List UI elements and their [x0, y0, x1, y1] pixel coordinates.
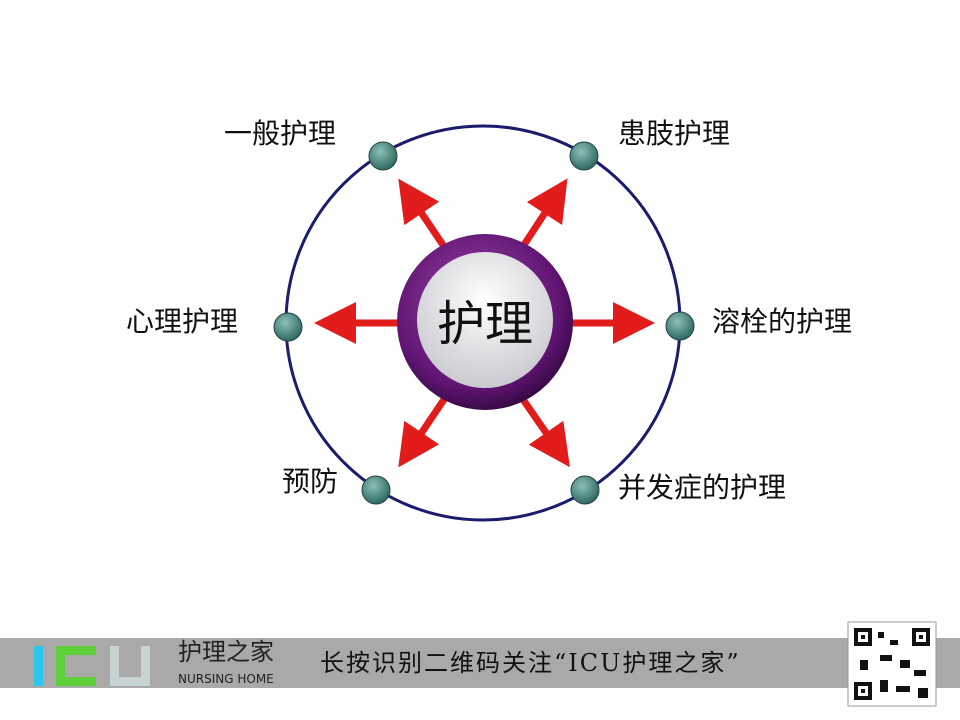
- node-dot: [361, 475, 391, 505]
- node-label: 一般护理: [224, 117, 337, 150]
- node-label: 溶栓的护理: [712, 305, 853, 338]
- node-dot: [368, 141, 398, 171]
- arrow-down-right: [519, 396, 570, 468]
- footer-banner: [0, 638, 960, 688]
- node-dot: [665, 311, 695, 341]
- node-dot: [570, 475, 600, 505]
- hub-face: [417, 252, 553, 388]
- node-dot: [569, 141, 599, 171]
- node-label: 心理护理: [126, 305, 239, 338]
- arrow-up-right: [519, 178, 568, 250]
- arrow-up-left: [398, 178, 448, 250]
- node-label: 患肢护理: [618, 117, 731, 150]
- node-label: 并发症的护理: [618, 471, 787, 504]
- footer-slogan: 长按识别二维码关注“ICU护理之家”: [320, 649, 741, 677]
- brand-name-cn: 护理之家: [178, 638, 274, 666]
- arrow-down-left: [398, 396, 448, 468]
- center-label: 护理: [437, 296, 533, 352]
- brand-name-en: NURSING HOME: [178, 672, 274, 686]
- node-dot: [273, 312, 303, 342]
- node-label: 预防: [282, 465, 339, 498]
